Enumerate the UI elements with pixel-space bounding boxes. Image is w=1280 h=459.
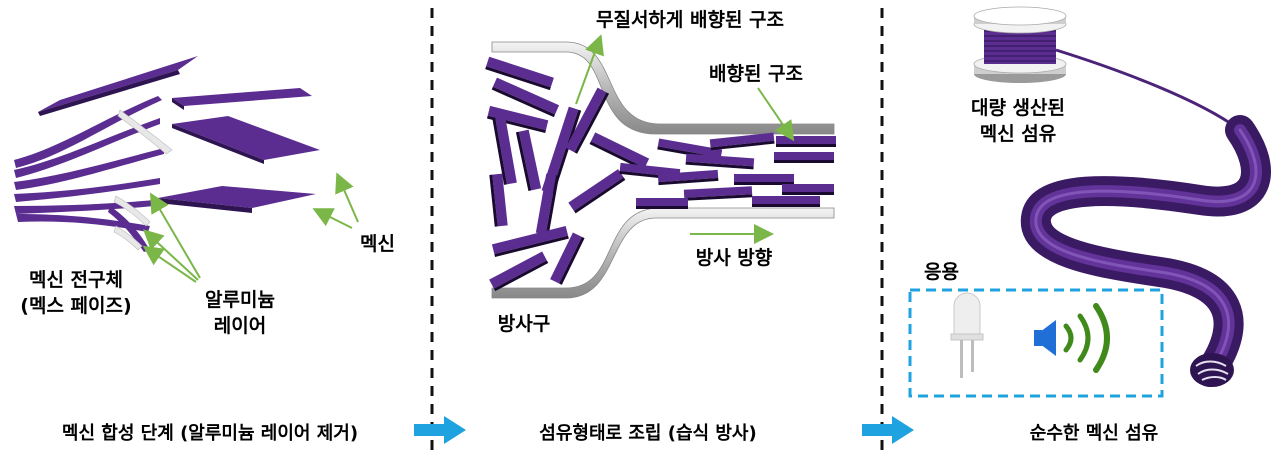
caption-synthesis: 멕신 합성 단계 (알루미늄 레이어 제거) (62, 422, 358, 444)
pointer-arrow (757, 87, 795, 142)
led-icon (950, 292, 984, 378)
label-al-layer-sub: 레이어 (214, 315, 266, 337)
max-phase-stack (14, 96, 173, 252)
panel-fiber: 대량 생산된 멕신 섬유 응용 순수한 멕신 섬유 (908, 6, 1271, 444)
aligned-flakes (619, 132, 836, 209)
label-precursor: 멕신 전구체 (29, 269, 123, 291)
fiber-thread (1055, 48, 1241, 132)
label-disordered: 무질서하게 배향된 구조 (596, 9, 784, 31)
label-mxene: 멕신 (360, 233, 395, 255)
label-spinneret: 방사구 (498, 313, 550, 335)
panel-synthesis: 멕신 멕신 전구체 (멕스 페이즈) 알루미늄 레이어 멕신 합성 단계 (알루… (14, 56, 395, 444)
fiber-cross-section (1190, 353, 1234, 387)
right-arrow-icon (862, 416, 914, 444)
mxene-sheet (38, 56, 198, 116)
speaker-icon (1034, 303, 1110, 373)
mxene-sheet (172, 116, 320, 164)
mxene-sheet (158, 186, 316, 213)
spinneret-bottom-wall (491, 207, 835, 299)
caption-fiber: 순수한 멕신 섬유 (1030, 423, 1158, 444)
label-aligned: 배향된 구조 (709, 63, 803, 85)
label-precursor-sub: (멕스 페이즈) (20, 295, 131, 317)
right-arrow-icon (414, 416, 466, 444)
pointer-arrow (149, 192, 201, 279)
label-application: 응용 (924, 261, 959, 283)
pointer-arrow (575, 34, 604, 105)
pointer-arrow (143, 229, 199, 281)
pointer-arrow (312, 208, 353, 229)
caption-assembly: 섬유형태로 조립 (습식 방사) (539, 423, 756, 444)
pointer-arrow (335, 172, 359, 223)
label-spinning-direction: 방사 방향 (696, 247, 773, 269)
application-box (908, 288, 1164, 398)
label-mass-produced: 대량 생산된 (971, 97, 1065, 119)
mxene-sheet (172, 88, 312, 110)
fiber-spool (973, 6, 1067, 83)
pointer-arrow (142, 245, 197, 283)
label-al-layer: 알루미늄 (205, 289, 275, 311)
label-mass-produced-sub: 멕신 섬유 (980, 123, 1057, 145)
panel-wet-spinning: 무질서하게 배향된 구조 배향된 구조 방사 방향 방사구 섬유형태로 조립 (… (485, 9, 836, 444)
disordered-flakes (485, 56, 650, 292)
